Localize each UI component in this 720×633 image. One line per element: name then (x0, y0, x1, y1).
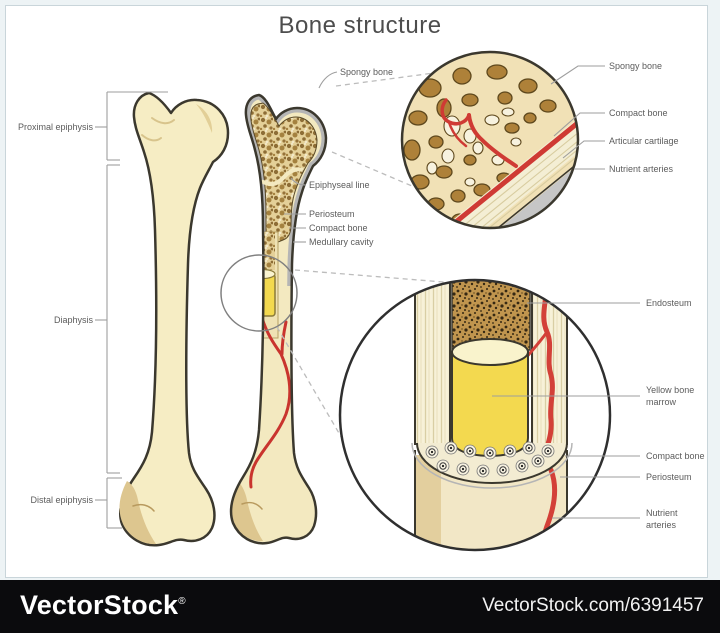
label-yellow-marrow-2: marrow (646, 397, 677, 407)
nutrient-arteries-inset (440, 97, 578, 228)
sectioned-femur (220, 93, 328, 545)
label-articular-cartilage: Articular cartilage (609, 136, 679, 146)
label-proximal-epiphysis: Proximal epiphysis (18, 122, 94, 132)
label-distal-epiphysis: Distal epiphysis (30, 495, 93, 505)
femur-head-shading (196, 104, 213, 133)
articular-cartilage-band (466, 124, 578, 228)
label-nutrient-1: Nutrient (646, 508, 678, 518)
label-nutrient-arteries-inset: Nutrient arteries (609, 164, 674, 174)
cut-surface-bowl (411, 443, 573, 489)
label-epiphyseal-line: Epiphyseal line (309, 180, 370, 190)
label-compact-bone-inset: Compact bone (609, 108, 668, 118)
spongy-interior (250, 102, 318, 243)
magnifier-circle (220, 254, 298, 332)
region-brackets (95, 91, 168, 529)
femur-condyle-crease (132, 503, 155, 512)
label-yellow-marrow-1: Yellow bone (646, 385, 694, 395)
diagram: Proximal epiphysis Diaphysis Distal epip… (18, 50, 705, 552)
label-endosteum: Endosteum (646, 298, 692, 308)
label-spongy-bone-inset: Spongy bone (609, 61, 662, 71)
vectorstock-reference: VectorStock.com/6391457 (482, 595, 704, 616)
label-spongy-bone-mid: Spongy bone (340, 67, 393, 77)
marrow-spaces (426, 107, 522, 187)
compact-wall-left (414, 280, 451, 445)
nutrient-artery-upper (541, 280, 555, 451)
yellow-marrow-cylinder (451, 351, 529, 458)
femur-trochanter-crease (141, 134, 162, 142)
vectorstock-logo: VectorStock® (20, 590, 186, 620)
label-nutrient-2: arteries (646, 520, 677, 530)
registered-mark: ® (178, 596, 186, 607)
femur-body (118, 91, 230, 547)
watermark-bar: VectorStock® VectorStock.com/6391457 (0, 580, 720, 633)
shaft-inset-leaders (492, 302, 640, 519)
label-periosteum-mid: Periosteum (309, 209, 355, 219)
label-compact-bone-mid: Compact bone (309, 223, 368, 233)
page-title: Bone structure (278, 12, 442, 39)
femur-condyle-shading (119, 481, 156, 545)
epiphysis-inset-leaders (550, 65, 605, 170)
whole-femur (118, 91, 230, 547)
label-diaphysis: Diaphysis (54, 315, 94, 325)
femur-neck-crease (151, 117, 175, 125)
label-periosteum-shaft: Periosteum (646, 472, 692, 482)
label-compact-bone-shaft: Compact bone (646, 451, 705, 461)
label-medullary-cavity: Medullary cavity (309, 237, 374, 247)
epiphysis-inset (400, 50, 580, 230)
sectioned-bone-leaders (284, 71, 338, 243)
